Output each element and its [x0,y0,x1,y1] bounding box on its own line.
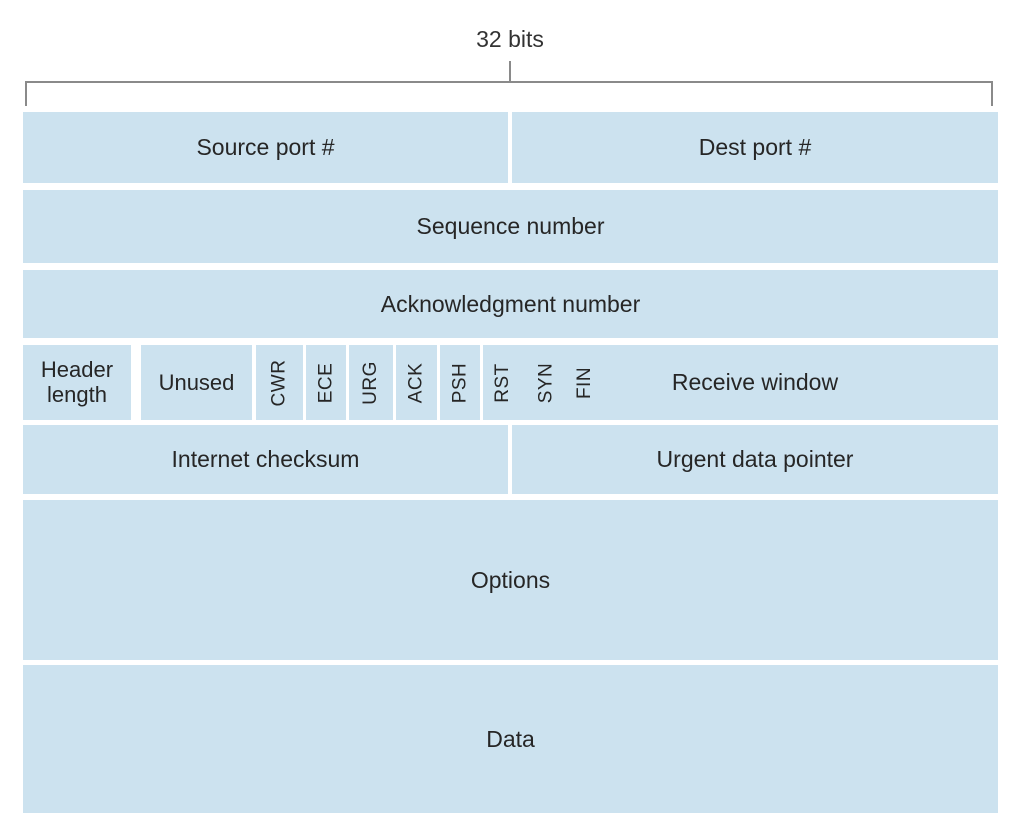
width-label: 32 bits [476,26,544,52]
field-receive-window: Receive window [512,345,998,420]
bracket-line [25,81,993,83]
bracket-center-tick [509,61,511,82]
field-internet-checksum: Internet checksum [23,425,508,494]
flag-label-ece: ECE [315,362,337,403]
field-acknowledgment-number: Acknowledgment number [23,270,998,338]
row-options: Options [23,500,998,660]
field-flag-urg: URG [349,345,394,420]
field-sequence-number: Sequence number [23,190,998,263]
row-acknowledgment-number: Acknowledgment number [23,270,998,338]
flag-label-fin: FIN [574,366,596,399]
field-source-port: Source port # [23,112,508,183]
flag-label-rst: RST [492,362,514,403]
row-sequence-number: Sequence number [23,190,998,263]
field-data: Data [23,665,998,813]
flag-label-syn: SYN [535,362,557,403]
flag-label-psh: PSH [449,362,471,403]
field-flag-cwr: CWR [256,345,303,420]
segment-grid: Source port # Dest port # Sequence numbe… [23,112,998,813]
row-flags: Header length Unused CWR ECE URG ACK PSH [23,345,998,420]
flags-group: CWR ECE URG ACK PSH RST SYN [256,345,602,420]
field-flag-psh: PSH [439,345,481,420]
row-data: Data [23,665,998,813]
field-flag-ack: ACK [396,345,437,420]
row-checksum: Internet checksum Urgent data pointer [23,425,998,494]
row-ports: Source port # Dest port # [23,112,998,183]
field-urgent-data-pointer: Urgent data pointer [512,425,998,494]
field-header-length: Header length [23,345,131,420]
flag-label-urg: URG [360,360,382,405]
bracket-tick-right [991,81,993,106]
field-flag-ece: ECE [305,345,347,420]
field-unused: Unused [141,345,252,420]
field-dest-port: Dest port # [512,112,998,183]
field-options: Options [23,500,998,660]
bracket-tick-left [25,81,27,106]
flag-label-cwr: CWR [268,359,290,406]
flag-label-ack: ACK [405,362,427,403]
